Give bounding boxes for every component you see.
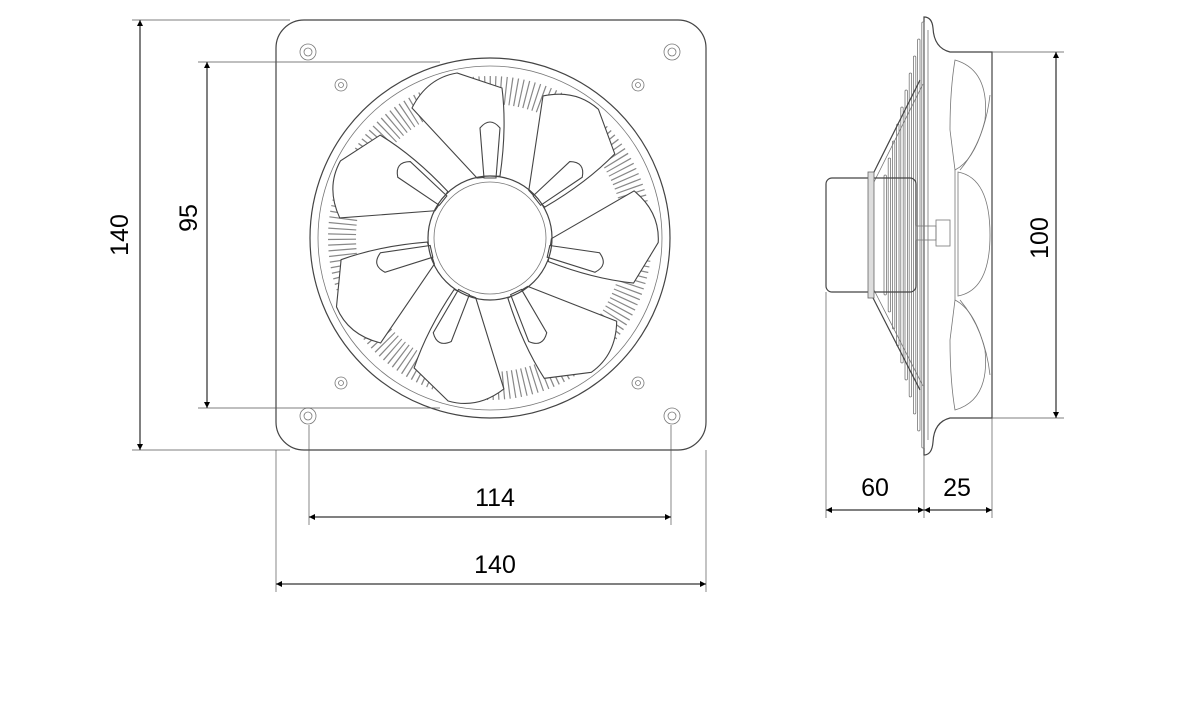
dim-overall-height: 140 xyxy=(106,214,134,256)
guard-wire xyxy=(883,174,887,296)
hub-spoke xyxy=(396,161,448,207)
guard-wire xyxy=(887,157,892,313)
side-view xyxy=(825,16,993,456)
hub-spoke xyxy=(479,121,501,179)
dim-hole-spacing-horizontal: 114 xyxy=(475,484,515,512)
outer-ring xyxy=(309,57,671,419)
dim-overall-width: 140 xyxy=(474,551,516,579)
guard-wire xyxy=(921,21,925,449)
side-blades xyxy=(949,59,991,411)
hub-spoke xyxy=(432,288,471,344)
guard-wire xyxy=(900,106,904,364)
hub-spoke xyxy=(509,288,548,344)
hub-spoke xyxy=(376,244,434,273)
wire-guard xyxy=(883,21,925,449)
hub-spoke xyxy=(546,244,604,273)
fan-blade xyxy=(528,93,616,208)
fan-blades xyxy=(332,72,659,404)
dim-hole-spacing-vertical: 95 xyxy=(175,204,203,232)
hub xyxy=(427,175,553,301)
dim-shroud-depth: 25 xyxy=(943,474,971,502)
fan-blade xyxy=(546,190,659,284)
guard-wire xyxy=(908,72,913,398)
side-dimensions: 60 25 100 xyxy=(825,51,1064,518)
guard-wire xyxy=(896,123,900,347)
guard-wire xyxy=(892,140,896,330)
mounting-plate xyxy=(275,19,707,451)
guard-wire xyxy=(917,38,921,432)
fan-blade xyxy=(411,72,505,179)
fan-blade xyxy=(332,134,449,219)
fan-blade xyxy=(335,241,436,344)
front-dimensions: 140 95 114 140 xyxy=(106,19,707,592)
corner-screws xyxy=(299,43,681,425)
hub-spoke xyxy=(532,161,584,207)
fan-blade xyxy=(507,285,618,379)
dim-motor-depth: 60 xyxy=(861,474,889,502)
front-view xyxy=(275,19,707,451)
fan-blade xyxy=(413,288,505,404)
guard-wire xyxy=(904,89,908,381)
dim-shroud-diameter: 100 xyxy=(1026,217,1054,259)
